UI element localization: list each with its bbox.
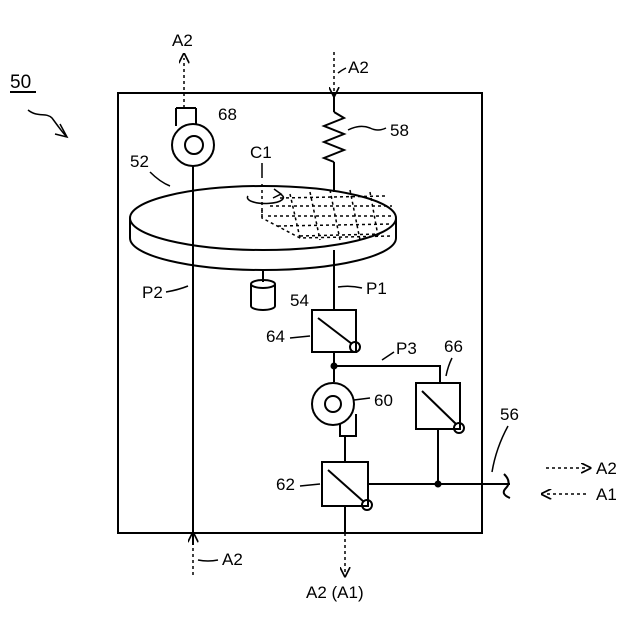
inlet-leader <box>338 68 346 73</box>
motor-label: 54 <box>290 291 309 310</box>
filter-58 <box>324 112 344 162</box>
housing <box>118 93 482 533</box>
axis-label: C1 <box>250 143 272 162</box>
bottom-inlet-leader <box>198 560 218 561</box>
rotation-arrowhead <box>273 189 281 198</box>
valve66-leader <box>446 358 452 376</box>
p3-leader <box>382 352 394 360</box>
valve62-leader <box>300 484 320 486</box>
fan-68 <box>172 108 214 166</box>
pipe-break <box>504 474 510 498</box>
p1-leader <box>338 286 362 288</box>
pipe-label: 56 <box>500 405 519 424</box>
bottom-inlet-label: A2 <box>222 550 243 569</box>
table-label: 52 <box>130 152 149 171</box>
right-out-label: A2 <box>596 459 617 478</box>
pump-label: 60 <box>374 391 393 410</box>
filter-label: 58 <box>390 121 409 140</box>
valve64-leader <box>290 336 310 338</box>
chuck-table-52 <box>130 186 396 270</box>
outlet-top-label: A2 <box>172 31 193 50</box>
pump-leader <box>354 398 370 400</box>
p2-label: P2 <box>142 283 163 302</box>
right-in-label: A1 <box>596 485 617 504</box>
p2-leader <box>166 286 188 292</box>
p3-label: P3 <box>396 339 417 358</box>
device-label: 50 <box>10 72 31 93</box>
valve-64 <box>312 310 360 352</box>
valve66-label: 66 <box>444 337 463 356</box>
table-leader <box>150 172 170 186</box>
valve64-label: 64 <box>266 327 285 346</box>
device-leader <box>28 110 66 136</box>
path-p3 <box>334 366 440 383</box>
junction-56 <box>435 481 442 488</box>
valve62-label: 62 <box>276 475 295 494</box>
pipe-leader <box>492 426 508 472</box>
inlet-top-label: A2 <box>348 58 369 77</box>
valve-62 <box>322 462 372 510</box>
p1-label: P1 <box>366 279 387 298</box>
filter-leader <box>348 126 386 130</box>
valve-66 <box>416 383 464 433</box>
fan-label: 68 <box>218 105 237 124</box>
pump-60 <box>312 383 356 436</box>
bottom-outlet-label: A2 (A1) <box>306 583 364 602</box>
motor-54 <box>251 270 275 310</box>
